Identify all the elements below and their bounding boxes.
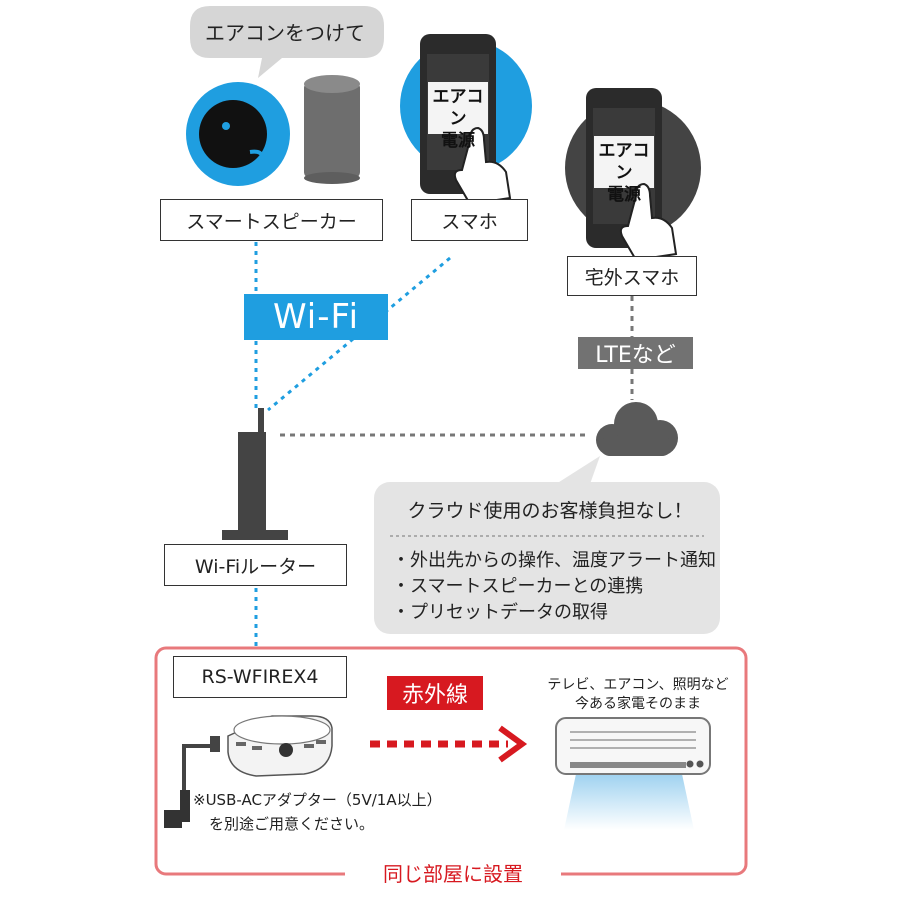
voice-command-text: エアコンをつけて (205, 20, 365, 45)
smartphone-icon (400, 34, 532, 206)
cloud-info-bullet: ・プリセットデータの取得 (392, 602, 608, 623)
wifi-tag: Wi-Fi (244, 294, 388, 340)
same-room-label: 同じ部屋に設置 (345, 858, 561, 887)
smart-speaker-icon (304, 75, 360, 184)
cloud-info-panel (374, 456, 720, 634)
smart-speaker-label: スマートスピーカー (160, 199, 383, 241)
remote-phone-screen-text: エアコン 電源 (594, 140, 654, 206)
speaker-face-icon (186, 82, 290, 186)
cloud-info-bullet: ・外出先からの操作、温度アラート通知 (392, 550, 716, 571)
cloud-info-title: クラウド使用のお客様負担なし！ (407, 500, 693, 522)
lte-tag: LTEなど (578, 337, 693, 369)
internet-connection-lines (280, 296, 634, 437)
wifi-router-icon (222, 408, 288, 540)
phone-screen-line-2: 電源 (441, 131, 475, 151)
remote-phone-screen-line-2: 電源 (607, 185, 641, 205)
remote-phone-screen-line-1: エアコン (598, 141, 650, 183)
device-label: RS-WFIREX4 (173, 656, 347, 698)
cloud-icon (596, 402, 678, 456)
adapter-note: ※USB-ACアダプター（5V/1A以上） を別途ご用意ください。 (193, 788, 442, 836)
router-label: Wi-Fiルーター (164, 544, 347, 586)
cloud-info-bullet: ・スマートスピーカーとの連携 (392, 576, 644, 597)
adapter-note-line-1: ※USB-ACアダプター（5V/1A以上） (193, 791, 442, 809)
appliance-text: テレビ、エアコン、照明など 今ある家電そのまま (520, 676, 756, 714)
remote-smartphone-icon (565, 88, 701, 262)
cloud-info-bullets: ・外出先からの操作、温度アラート通知 ・スマートスピーカーとの連携 ・プリセット… (392, 548, 716, 626)
phone-screen-line-1: エアコン (432, 87, 484, 129)
appliance-text-line-1: テレビ、エアコン、照明など (547, 677, 729, 693)
appliance-text-line-2: 今ある家電そのまま (575, 696, 701, 712)
remote-smartphone-label: 宅外スマホ (567, 256, 697, 296)
phone-screen-text: エアコン 電源 (428, 86, 488, 152)
air-conditioner-icon (555, 717, 711, 830)
voice-command-bubble (190, 6, 384, 78)
infrared-arrow (370, 725, 528, 763)
smartphone-label: スマホ (411, 199, 528, 241)
adapter-note-line-2: を別途ご用意ください。 (209, 815, 375, 833)
rs-wfirex4-device-icon (164, 715, 333, 828)
infrared-tag: 赤外線 (387, 676, 483, 710)
